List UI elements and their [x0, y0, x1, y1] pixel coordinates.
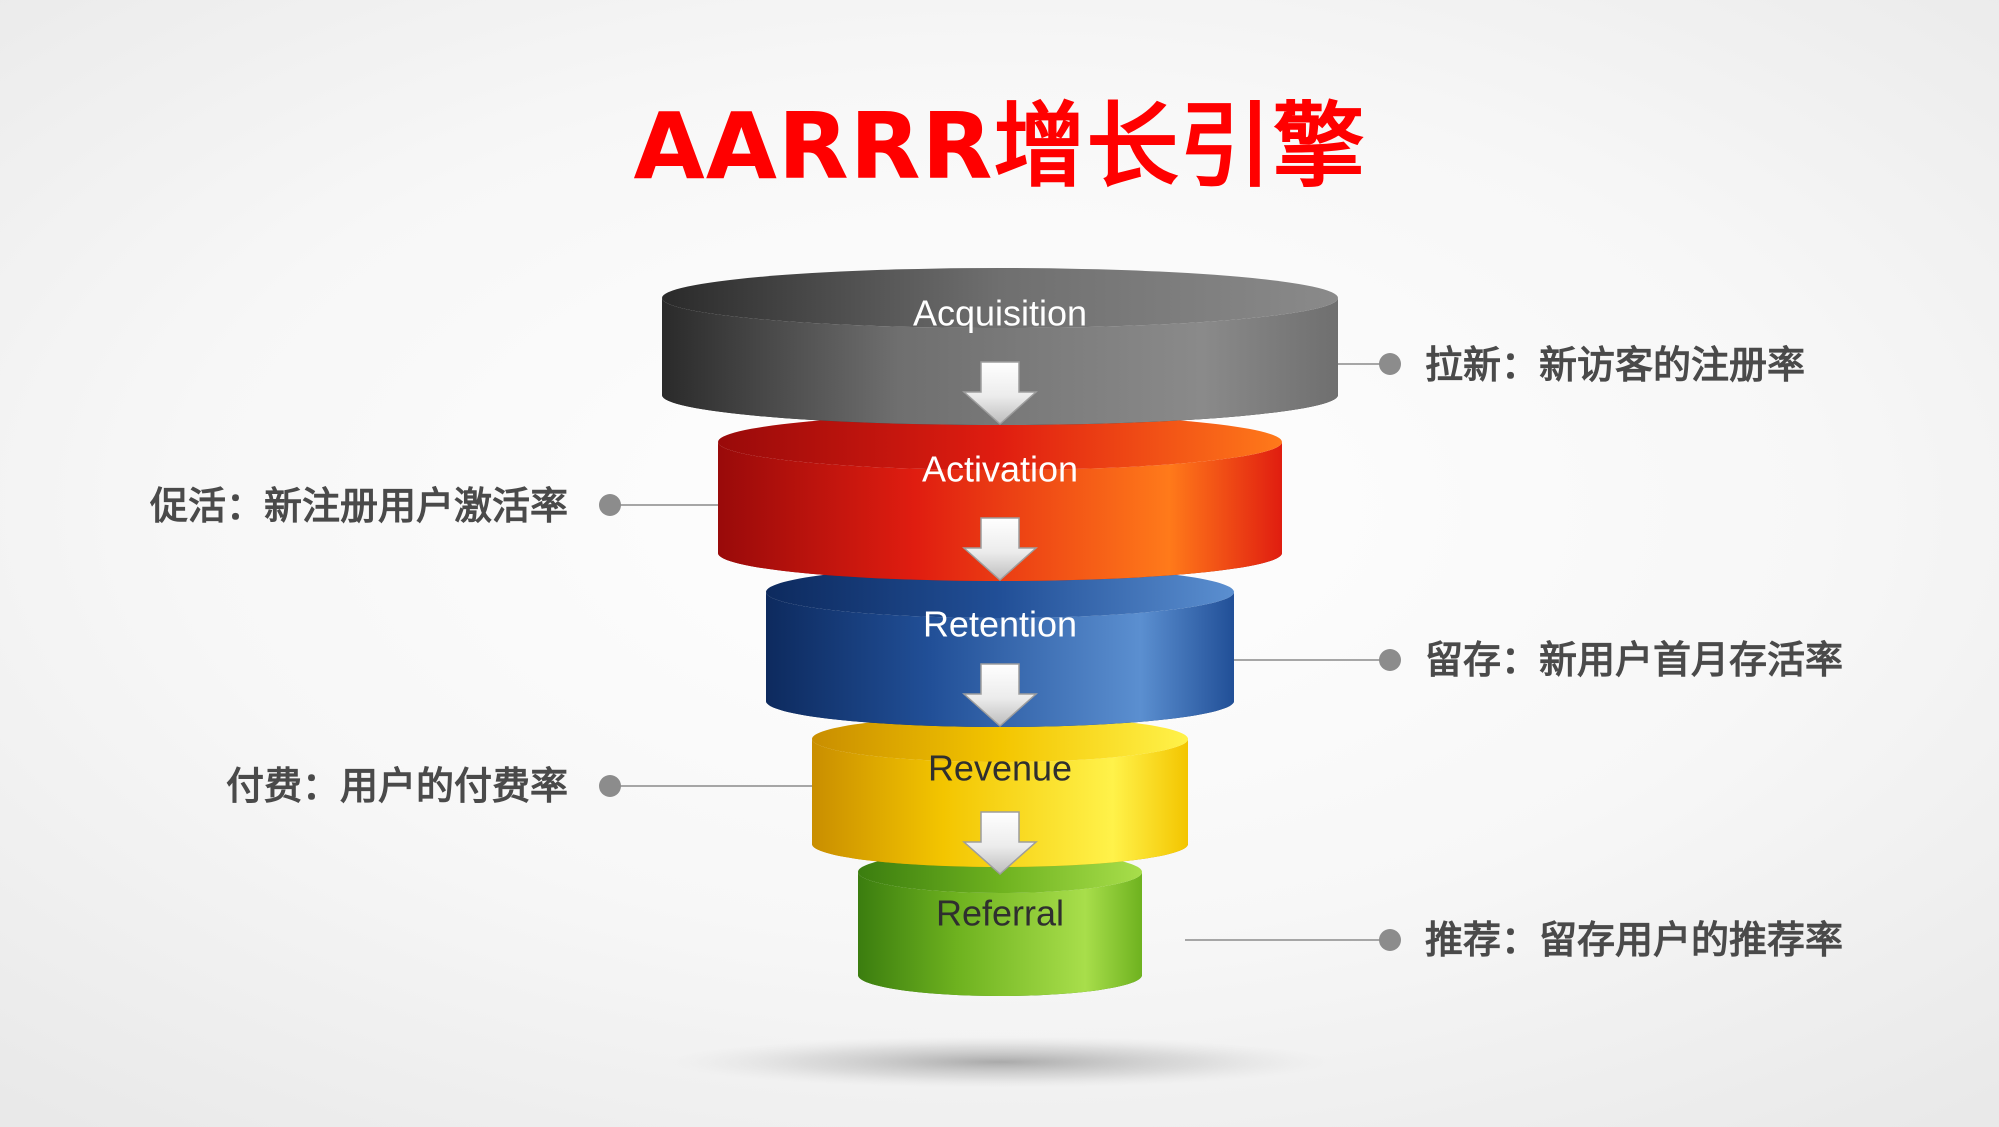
floor-shadow	[670, 1036, 1330, 1088]
band-side-wall	[718, 442, 1282, 581]
stage-label-acquisition: Acquisition	[913, 293, 1087, 334]
connector-dot-icon	[599, 494, 621, 516]
stage-label-activation: Activation	[922, 449, 1078, 490]
band-top-face	[766, 566, 1234, 618]
callout-connector	[1185, 929, 1401, 951]
callout-referral: 推荐：留存用户的推荐率	[1425, 918, 1844, 962]
connector-dot-icon	[599, 775, 621, 797]
stage-label-revenue: Revenue	[928, 748, 1072, 789]
callout-connector	[1338, 353, 1401, 375]
stage-label-referral: Referral	[936, 893, 1064, 934]
band-top-face	[718, 414, 1282, 470]
band-top-face	[812, 716, 1188, 762]
page-title: AARRR增长引擎	[633, 93, 1366, 200]
down-arrow-icon	[962, 361, 1038, 426]
connector-dot-icon	[1379, 929, 1401, 951]
callout-connector	[599, 775, 812, 797]
band-side-wall	[858, 872, 1142, 996]
down-arrow-icon	[962, 517, 1038, 582]
callout-acquisition: 拉新：新访客的注册率	[1425, 343, 1806, 387]
band-top-face	[662, 268, 1338, 328]
connector-dot-icon	[1379, 353, 1401, 375]
connector-dot-icon	[1379, 649, 1401, 671]
stage-label-retention: Retention	[923, 604, 1077, 645]
callout-connector	[1234, 649, 1401, 671]
callout-retention: 留存：新用户首月存活率	[1425, 638, 1844, 682]
callout-revenue: 付费：用户的付费率	[225, 764, 568, 808]
band-side-wall	[766, 592, 1234, 727]
funnel-band-retention: Retention	[766, 566, 1234, 727]
down-arrow-icon	[962, 663, 1038, 728]
callout-connector	[599, 494, 718, 516]
band-side-wall	[812, 739, 1188, 867]
down-arrow-icon	[962, 811, 1038, 876]
callout-activation: 促活：新注册用户激活率	[149, 484, 568, 528]
